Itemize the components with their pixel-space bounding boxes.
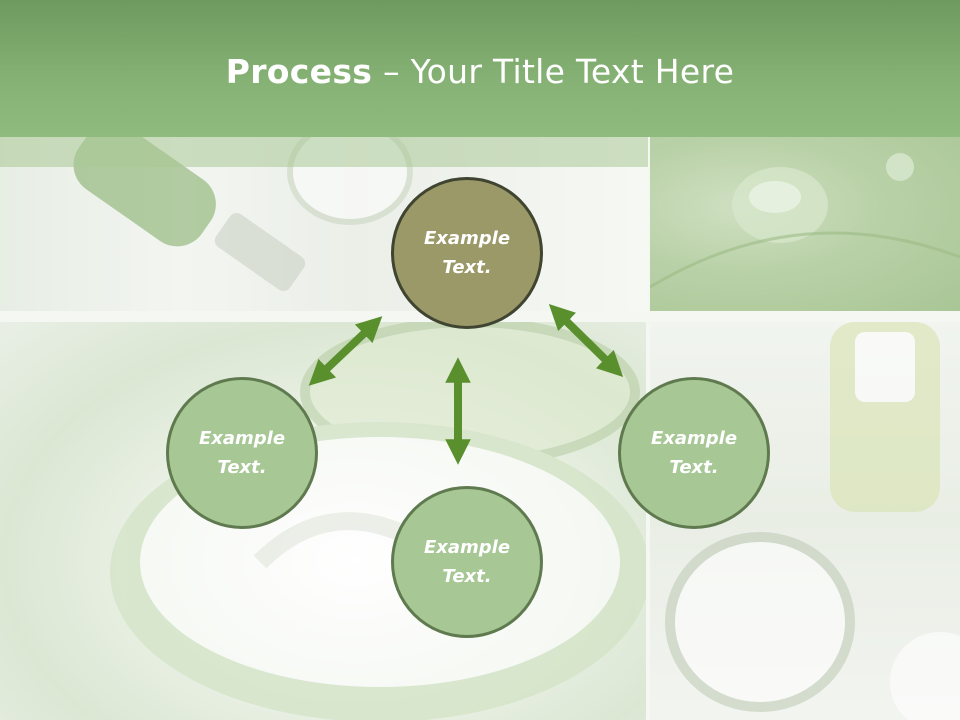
node-left-line2: Text. <box>217 457 267 478</box>
title-bar-shadow-strip <box>0 137 648 167</box>
node-right: Example Text. <box>618 377 770 529</box>
node-center-line2: Text. <box>442 566 492 587</box>
node-center: Example Text. <box>391 486 543 638</box>
serum-bottle-illustration <box>665 322 960 720</box>
title-bar <box>0 0 960 137</box>
node-top: Example Text. <box>391 177 543 329</box>
node-left-text: Example Text. <box>199 424 285 482</box>
slide-title: Process – Your Title Text Here <box>0 52 960 91</box>
background-photo-leaf <box>650 137 960 311</box>
node-top-line2: Text. <box>442 257 492 278</box>
node-center-line1: Example <box>423 537 511 558</box>
slide-title-rest: – Your Title Text Here <box>372 52 735 91</box>
node-right-text: Example Text. <box>651 424 737 482</box>
node-top-text: Example Text. <box>424 224 510 282</box>
water-drop-illustration <box>650 153 960 289</box>
node-left-line1: Example <box>198 428 286 449</box>
node-center-text: Example Text. <box>424 533 510 591</box>
arrow-top-right <box>548 304 624 377</box>
arrow-top-left <box>308 316 383 386</box>
node-top-line1: Example <box>423 228 511 249</box>
node-right-line1: Example <box>650 428 738 449</box>
node-left: Example Text. <box>166 377 318 529</box>
node-right-line2: Text. <box>669 457 719 478</box>
slide-title-bold: Process <box>225 52 373 91</box>
